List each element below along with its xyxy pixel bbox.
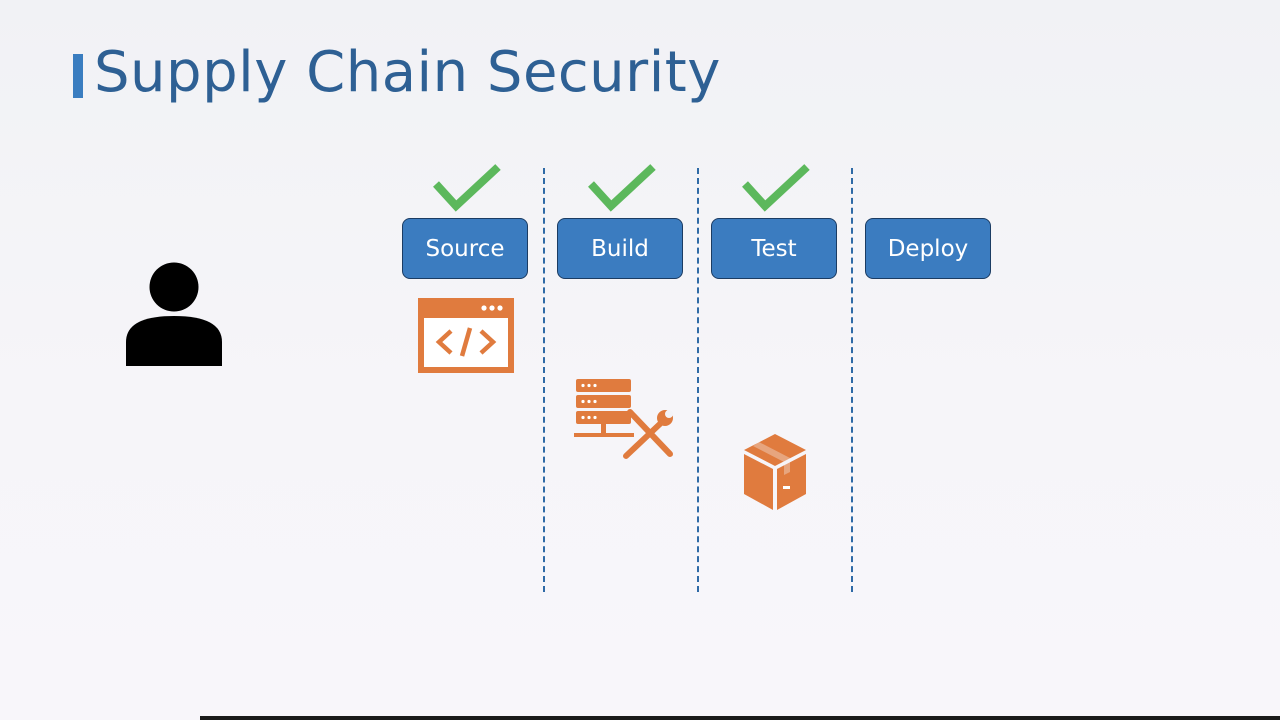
stage-source: Source [402,218,528,279]
slide-title: Supply Chain Security [94,40,721,105]
checkmark-icon-build [588,164,656,212]
divider-build-test [697,168,699,592]
bottom-edge-line [200,716,1280,720]
checkmark-icon-source [433,164,501,212]
stage-test: Test [711,218,837,279]
divider-test-deploy [851,168,853,592]
package-box-icon [744,434,806,510]
stage-deploy: Deploy [865,218,991,279]
code-window-icon [418,298,514,373]
stage-build: Build [557,218,683,279]
server-tools-icon [574,379,673,459]
person-icon [126,262,222,366]
title-accent-bar [73,54,83,98]
checkmark-icon-test [742,164,810,212]
divider-source-build [543,168,545,592]
